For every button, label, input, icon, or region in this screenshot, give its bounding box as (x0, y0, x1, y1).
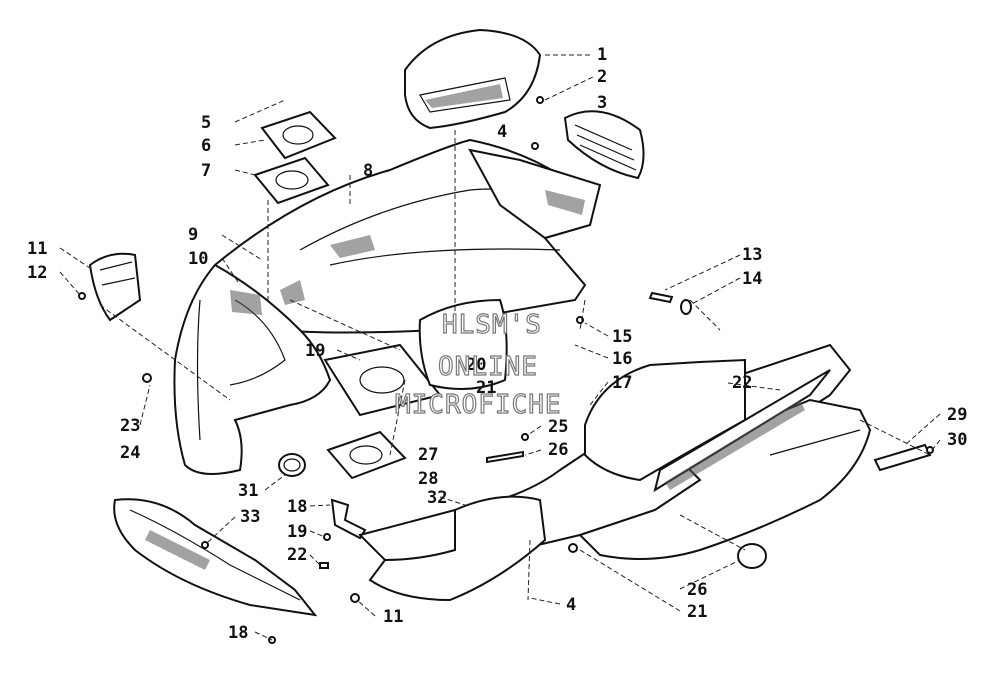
callout-16: 24 (120, 443, 140, 463)
callout-9: 3 (597, 93, 607, 113)
vent-louver-part (563, 110, 645, 180)
callout-2: 2 (597, 67, 607, 87)
callout-14: 11 (27, 239, 47, 259)
callout-2b: 15 (612, 327, 632, 347)
trim-strip-part (873, 443, 932, 472)
watermark: HLSM'S ONLINE MICROFICHE (394, 309, 562, 420)
callout-30: 8 (363, 161, 373, 181)
callout-21: 21 (476, 378, 496, 398)
callout-4: 16 (612, 349, 632, 369)
callout-19: 19 (287, 522, 307, 542)
dash-panel-part (404, 28, 542, 130)
callout-29: 30 (947, 430, 967, 450)
fasteners (78, 96, 934, 644)
callout-3: 32 (427, 488, 447, 508)
callout-2c: 23 (120, 416, 140, 436)
watermark-line-1: HLSM'S (442, 310, 542, 340)
callout-10: 4 (497, 122, 507, 142)
bezel-part (418, 298, 508, 390)
callout-8: 1 (597, 45, 607, 65)
front-bumper-part (113, 498, 318, 617)
watermark-line-3: MICROFICHE (395, 390, 562, 420)
callout-26: 26 (687, 580, 707, 600)
callout-15: 12 (27, 263, 47, 283)
light-housing-part (88, 252, 142, 322)
callout-11b: 11 (383, 607, 403, 627)
callout-33: 19 (305, 341, 325, 361)
lower-fender-part (368, 495, 547, 602)
side-cowl-part (173, 263, 332, 475)
assembly-lines (99, 130, 931, 601)
grommet-ring-part (278, 453, 306, 477)
intake-plate-part (323, 343, 442, 417)
callout-24: 25 (548, 417, 568, 437)
callout-12: 6 (201, 136, 211, 156)
callout-21c: 21 (687, 602, 707, 622)
callout-6: 13 (742, 245, 762, 265)
callout-1: 20 (466, 355, 486, 375)
gasket-lower-part (326, 430, 407, 480)
callout-7: 14 (742, 269, 762, 289)
callout-leaders (59, 54, 941, 641)
callout-11: 5 (201, 113, 211, 133)
logo-decal-graphic (653, 369, 831, 493)
callout-21b: 33 (240, 507, 260, 527)
callout-31: 9 (188, 225, 198, 245)
callout-5: 17 (612, 373, 632, 393)
callout-28: 29 (947, 405, 967, 425)
callout-23: 28 (418, 469, 438, 489)
cap-part (737, 543, 767, 569)
callout-4b: 4 (566, 595, 576, 615)
callout-32: 10 (188, 249, 208, 269)
callout-13: 7 (201, 161, 211, 181)
callout-20: 31 (238, 481, 258, 501)
watermark-line-2: ONLINE (438, 352, 538, 382)
callout-27: 22 (732, 373, 752, 393)
callout-12b: 27 (418, 445, 438, 465)
gasket-upper-part (253, 110, 337, 205)
callout-labels: 1 2 3 4 5 6 7 8 9 10 11 12 13 14 15 16 1… (27, 45, 967, 643)
callout-18: 18 (228, 623, 248, 643)
callout-22: 22 (287, 545, 307, 565)
callout-17: 18 (287, 497, 307, 517)
callout-25: 26 (548, 440, 568, 460)
bracket-part (330, 498, 367, 540)
